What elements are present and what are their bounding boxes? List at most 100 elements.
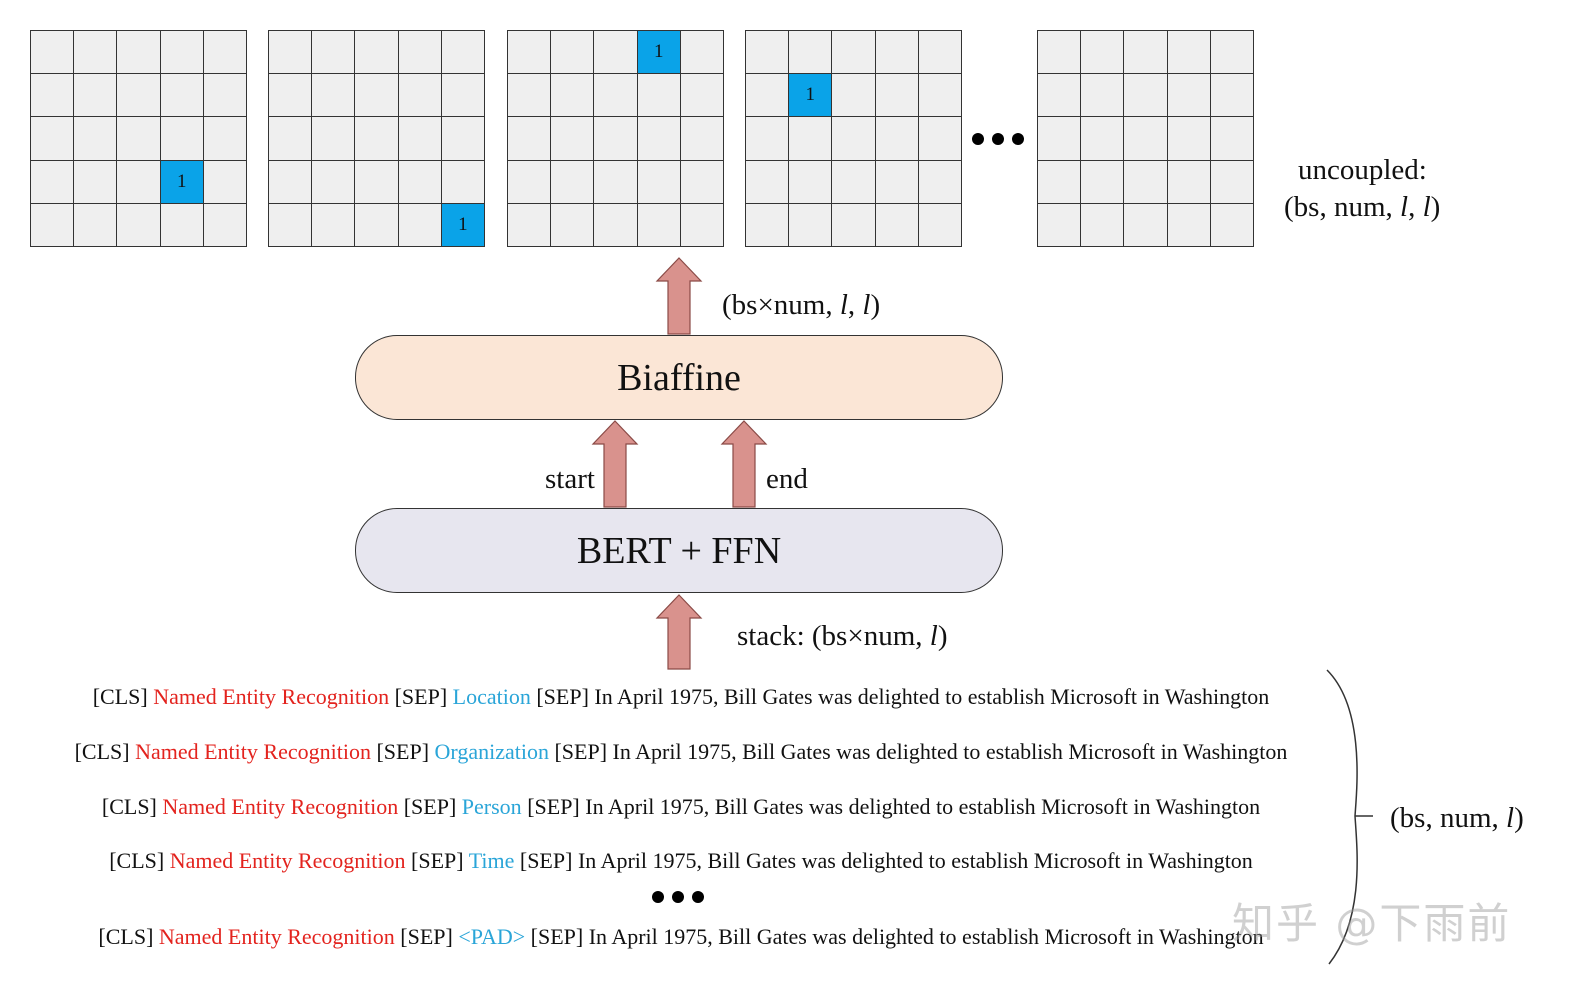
matrix-cell-positive: 1 [441, 203, 485, 247]
matrix-cell [680, 31, 724, 75]
uncoupled-line1: uncoupled: [1298, 154, 1427, 186]
score-matrix-3: 1 [507, 30, 724, 247]
ellipsis-dot [692, 891, 704, 903]
stack-shape-label: stack: (bs×num, l) [737, 622, 947, 651]
input-shape-prefix: (bs, num, [1390, 802, 1506, 834]
matrix-cell [117, 31, 161, 75]
seq-sentence: In April 1975, Bill Gates was delighted … [577, 848, 1253, 873]
matrix-cell [508, 31, 552, 75]
matrix-cell [74, 203, 118, 247]
start-arrow [591, 420, 639, 508]
matrix-cell [1210, 117, 1254, 161]
matrix-cell [398, 203, 442, 247]
stack-var: l [929, 620, 938, 652]
matrix-cell [355, 203, 399, 247]
uncoupled-shape-label: (bs, num, l, l) [1284, 193, 1440, 222]
biaffine-box: Biaffine [355, 335, 1003, 420]
matrix-cell [441, 74, 485, 118]
matrix-cell [680, 203, 724, 247]
matrix-cell [355, 74, 399, 118]
uncoupled-label: uncoupled: [1298, 156, 1427, 185]
matrix-cell [508, 160, 552, 204]
matrix-cell [441, 117, 485, 161]
seq-sep: [SEP] [394, 684, 448, 709]
seq-task: Named Entity Recognition [135, 739, 371, 764]
matrix-cell [594, 203, 638, 247]
seq-cls: [CLS] [98, 924, 154, 949]
matrix-cell [594, 117, 638, 161]
seq-task: Named Entity Recognition [158, 924, 395, 949]
matrix-cell [203, 117, 247, 161]
matrix-cell [680, 74, 724, 118]
matrix-cell [312, 31, 356, 75]
matrix-cell [508, 117, 552, 161]
matrix-cell [789, 203, 833, 247]
matrix-cell [269, 74, 313, 118]
matrix-cell [551, 203, 595, 247]
score-matrix-2: 1 [268, 30, 485, 247]
matrix-cell [160, 31, 204, 75]
seq-sep: [SEP] [536, 684, 589, 709]
seq-cls: [CLS] [101, 794, 157, 819]
matrix-cell [1081, 31, 1125, 75]
seq-cls: [CLS] [109, 848, 165, 873]
matrix-cell [875, 203, 919, 247]
seq-sep: [SEP] [376, 739, 430, 764]
matrix-cell [875, 74, 919, 118]
seq-sep: [SEP] [527, 794, 580, 819]
matrix-cell [918, 31, 962, 75]
matrix-cell-positive: 1 [637, 31, 681, 75]
matrix-cell [637, 160, 681, 204]
seq-sep: [SEP] [411, 848, 464, 873]
input-shape-label: (bs, num, l) [1390, 804, 1524, 833]
matrix-cell [441, 160, 485, 204]
biaffine-output-prefix: (bs×num, [722, 289, 840, 321]
matrix-cell [1124, 74, 1168, 118]
input-sequence-row: [CLS] Named Entity Recognition [SEP] Per… [0, 796, 1362, 818]
matrix-cell [1167, 160, 1211, 204]
matrix-cell [551, 74, 595, 118]
matrix-cell [117, 74, 161, 118]
seq-entity-type: Person [461, 794, 522, 819]
matrix-cell [594, 74, 638, 118]
matrix-cell [117, 160, 161, 204]
input-sequence-row: [CLS] Named Entity Recognition [SEP] Org… [0, 741, 1362, 763]
matrix-cell [1038, 203, 1082, 247]
matrix-cell [31, 74, 75, 118]
bert-ffn-box: BERT + FFN [355, 508, 1003, 593]
matrix-cell [203, 203, 247, 247]
seq-task: Named Entity Recognition [169, 848, 406, 873]
matrix-cell [31, 203, 75, 247]
biaffine-output-var: l [839, 289, 848, 321]
matrix-cell [875, 117, 919, 161]
matrix-cell [1038, 117, 1082, 161]
sequence-ellipsis [652, 891, 704, 903]
matrix-cell [1210, 160, 1254, 204]
matrix-cell [551, 160, 595, 204]
seq-entity-type: Time [468, 848, 515, 873]
matrix-cell [203, 74, 247, 118]
matrix-cell [508, 74, 552, 118]
seq-sentence: In April 1975, Bill Gates was delighted … [594, 684, 1270, 709]
matrix-cell [832, 203, 876, 247]
matrix-cell [637, 74, 681, 118]
matrix-cell [1210, 31, 1254, 75]
biaffine-label: Biaffine [617, 356, 741, 399]
matrix-cell [355, 117, 399, 161]
matrix-cell [203, 160, 247, 204]
matrix-cell [1210, 74, 1254, 118]
matrix-cell [918, 117, 962, 161]
matrix-cell [1081, 160, 1125, 204]
matrix-cell [1167, 117, 1211, 161]
matrix-cell [832, 117, 876, 161]
biaffine-output-sep: , [847, 289, 863, 321]
seq-entity-type: Location [452, 684, 531, 709]
uncoupled-shape-suffix: ) [1430, 191, 1441, 223]
score-matrix-1: 1 [30, 30, 247, 247]
matrix-cell [269, 203, 313, 247]
seq-entity-type: Organization [434, 739, 549, 764]
seq-cls: [CLS] [74, 739, 130, 764]
matrix-cell [74, 31, 118, 75]
ellipsis-dot [672, 891, 684, 903]
score-matrix-5 [1037, 30, 1254, 247]
